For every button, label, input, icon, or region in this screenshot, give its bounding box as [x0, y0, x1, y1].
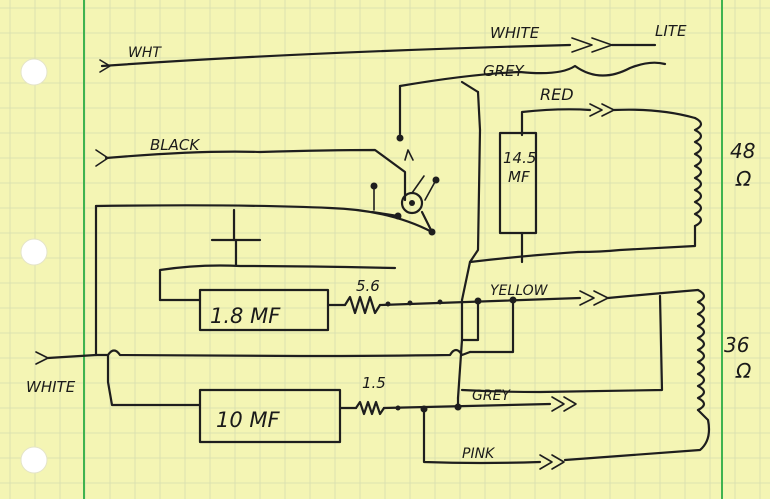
punch-hole-top	[20, 58, 48, 86]
push-switch	[158, 208, 397, 302]
label-yellow: YELLOW	[490, 283, 549, 299]
label-white-top: WHITE	[490, 24, 540, 42]
coil-48-ohm	[576, 116, 703, 254]
label-ohm-48-unit: Ω	[735, 167, 752, 191]
label-cap-1-8: 1.8 MF	[210, 304, 281, 328]
resistor-5-6	[343, 295, 582, 315]
label-ohm-36: 36	[724, 333, 749, 357]
capacitor-1-8mf	[158, 288, 347, 332]
white-lite-wire	[99, 37, 657, 73]
grey-bottom-wire	[551, 396, 577, 412]
label-cap-10: 10 MF	[216, 408, 281, 432]
switch-feed-loop	[94, 204, 434, 357]
punch-hole-bottom	[20, 446, 48, 474]
label-wht: WHT	[128, 45, 162, 61]
yellow-wire	[579, 288, 700, 306]
label-pink: PINK	[462, 446, 496, 462]
vertical-buses	[456, 128, 664, 400]
label-red: RED	[540, 85, 574, 104]
capacitor-10mf	[198, 388, 358, 444]
label-r-1-5: 1.5	[362, 374, 386, 392]
label-grey-top: GREY	[483, 62, 526, 80]
pink-wire	[422, 407, 565, 470]
label-cap-14-5: 14.5	[503, 149, 536, 167]
resistor-1-5	[354, 396, 552, 416]
label-cap-14-5-unit: MF	[508, 168, 530, 186]
red-wire	[520, 103, 697, 137]
label-ohm-48: 48	[730, 139, 755, 163]
black-wire	[95, 148, 407, 202]
coil-36-ohm	[563, 288, 711, 462]
label-ohm-36-unit: Ω	[735, 359, 752, 383]
label-black: BLACK	[150, 136, 200, 154]
label-grey-bottom: GREY	[472, 388, 511, 404]
grey-top-wire	[396, 61, 667, 142]
label-lite: LITE	[655, 22, 687, 40]
label-r-5-6: 5.6	[356, 277, 380, 295]
white-input-wire	[35, 348, 472, 407]
label-white-left: WHITE	[26, 378, 76, 396]
punch-hole-middle	[20, 238, 48, 266]
